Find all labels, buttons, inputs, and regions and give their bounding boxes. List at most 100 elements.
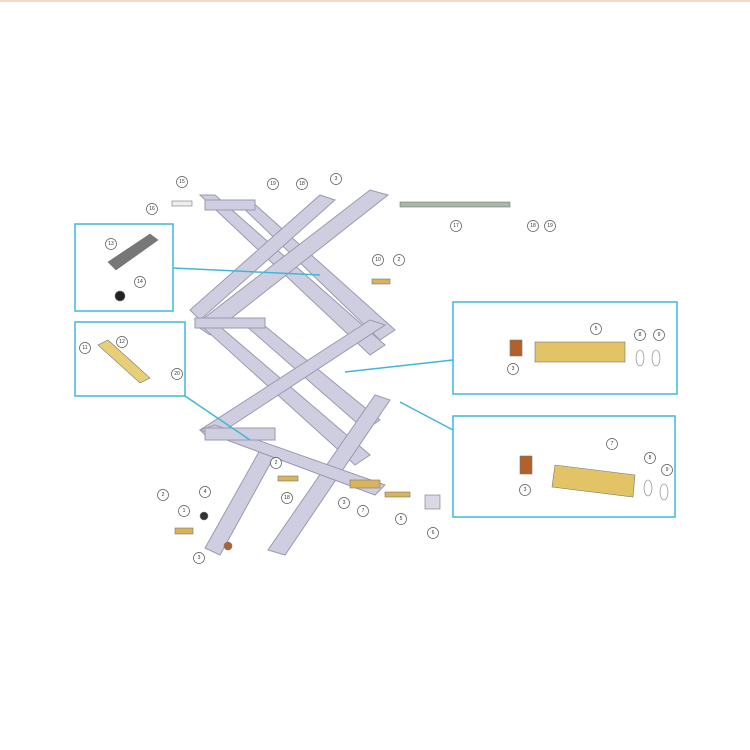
callout-circle <box>281 492 293 504</box>
callout-8: 8 <box>634 329 646 341</box>
callout-circle <box>606 438 618 450</box>
callout-label: 17 <box>453 223 459 229</box>
callout-circle <box>450 220 462 232</box>
callout-3: 3 <box>519 484 531 496</box>
callout-circle <box>544 220 556 232</box>
callout-1: 1 <box>178 505 190 517</box>
detail-box-upper-axle <box>452 301 678 395</box>
detail-box-lower-axle <box>452 415 676 518</box>
callout-circle <box>644 452 656 464</box>
detail-box-pin <box>74 321 186 397</box>
callout-label: 5 <box>595 326 598 332</box>
knob-14 <box>114 290 126 302</box>
top-divider <box>0 0 750 2</box>
leader <box>399 401 454 431</box>
callout-circle <box>590 323 602 335</box>
callout-2: 2 <box>393 254 405 266</box>
callout-circle <box>105 238 117 250</box>
callout-label: 19 <box>547 223 553 229</box>
callout-18: 18 <box>281 492 293 504</box>
cross-tube <box>204 199 256 211</box>
callout-3: 3 <box>338 497 350 509</box>
callout-label: 16 <box>149 206 155 212</box>
callout-9: 9 <box>653 329 665 341</box>
callout-15: 15 <box>176 176 188 188</box>
callout-label: 18 <box>530 223 536 229</box>
callout-circle <box>270 457 282 469</box>
callout-8: 8 <box>644 452 656 464</box>
cross-tube <box>194 317 266 329</box>
callout-2: 2 <box>157 489 169 501</box>
callout-label: 15 <box>179 179 185 185</box>
callout-label: 13 <box>108 241 114 247</box>
callout-3: 3 <box>193 552 205 564</box>
callout-label: 8 <box>649 455 652 461</box>
callout-19: 19 <box>544 220 556 232</box>
callout-label: 11 <box>82 345 87 351</box>
callout-label: 2 <box>398 257 401 263</box>
callout-label: 3 <box>512 366 515 372</box>
callout-9: 9 <box>661 464 673 476</box>
detail-boxes <box>74 223 678 518</box>
callout-label: 14 <box>137 279 143 285</box>
leader <box>344 359 454 373</box>
callout-18: 18 <box>296 178 308 190</box>
callout-4: 4 <box>199 486 211 498</box>
pin-10 <box>371 278 391 285</box>
block-6 <box>424 494 441 510</box>
callout-6: 6 <box>427 527 439 539</box>
pin-12 <box>97 339 151 384</box>
callout-circle <box>178 505 190 517</box>
pin-15 <box>171 200 193 207</box>
callout-13: 13 <box>105 238 117 250</box>
callout-circle <box>116 336 128 348</box>
callout-5: 5 <box>395 513 407 525</box>
callout-label: 20 <box>174 371 180 377</box>
callout-circle <box>171 368 183 380</box>
callout-label: 1 <box>183 508 186 514</box>
callout-label: 6 <box>432 530 435 536</box>
callout-16: 16 <box>146 203 158 215</box>
callout-7: 7 <box>357 505 369 517</box>
callout-circle <box>393 254 405 266</box>
leader <box>172 267 321 276</box>
pin-7 <box>349 479 381 489</box>
callout-circle <box>661 464 673 476</box>
callout-19: 19 <box>267 178 279 190</box>
leader <box>184 395 251 441</box>
callout-circle <box>134 276 146 288</box>
callout-circle <box>157 489 169 501</box>
callout-circle <box>634 329 646 341</box>
callout-label: 18 <box>299 181 305 187</box>
callout-label: 3 <box>524 487 527 493</box>
bushing-3 <box>519 455 533 475</box>
callout-circle <box>199 486 211 498</box>
callout-3: 3 <box>507 363 519 375</box>
callout-label: 5 <box>400 516 403 522</box>
callout-10: 10 <box>372 254 384 266</box>
arm-13 <box>107 233 159 271</box>
callout-circle <box>519 484 531 496</box>
arm <box>194 189 390 336</box>
callout-circle <box>296 178 308 190</box>
callout-17: 17 <box>450 220 462 232</box>
arm <box>198 194 386 356</box>
callout-circle <box>527 220 539 232</box>
callout-label: 2 <box>275 460 278 466</box>
callout-label: 3 <box>335 176 338 182</box>
callout-circle <box>395 513 407 525</box>
arm <box>198 424 386 496</box>
callout-label: 10 <box>375 257 381 263</box>
callout-label: 12 <box>119 339 125 345</box>
callout-circle <box>372 254 384 266</box>
callout-circle <box>146 203 158 215</box>
callout-label: 4 <box>204 489 207 495</box>
callout-20: 20 <box>171 368 183 380</box>
callout-circle <box>330 173 342 185</box>
cap-4 <box>199 511 209 521</box>
pin-1 <box>174 527 194 535</box>
callout-14: 14 <box>134 276 146 288</box>
callout-label: 8 <box>639 332 642 338</box>
